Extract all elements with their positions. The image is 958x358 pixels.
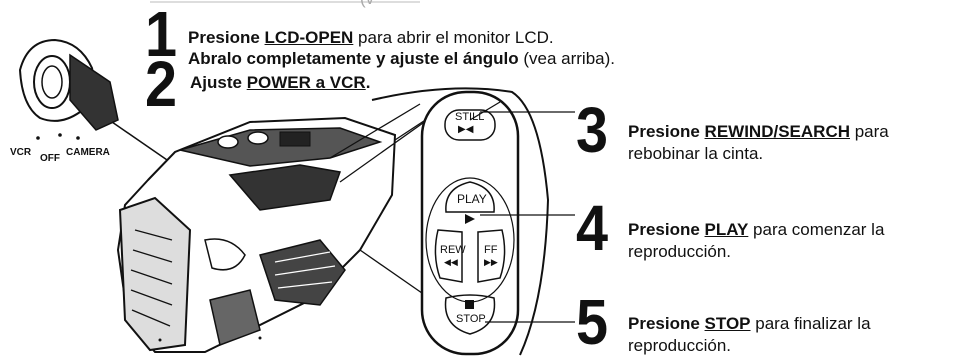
stop-button-label: STOP [456,313,486,325]
rew-button-label: REW [440,244,466,256]
step-3-line-2: rebobinar la cinta. [628,144,764,163]
still-icon: ▶◀ [458,124,474,135]
step-5-line-1: Presione STOP para finalizar la [628,314,871,333]
step-1-number: 1 [145,0,178,70]
still-button-label: STILL [455,111,485,123]
leader-step3 [469,101,501,121]
step-3-number: 3 [576,94,609,166]
control-panel [420,90,520,356]
step-5-line-2: reproducción. [628,336,732,355]
ff-icon: ▶▶ [484,257,498,267]
step-3-line-1: Presione REWIND/SEARCH para [628,122,889,141]
switch-label-off: OFF [40,153,60,164]
step-1-line-2: Abralo completamente y ajuste el ángulo … [188,49,616,68]
ff-button-label: FF [484,244,498,256]
step-4-line-1: Presione PLAY para comenzar la [628,220,885,239]
switch-label-vcr: VCR [10,147,32,158]
step-4-number: 4 [576,192,609,264]
step-4-line-2: reproducción. [628,242,732,261]
step-2-text: Ajuste POWER a VCR. [190,73,371,92]
step-5-number: 5 [576,286,609,358]
camcorder-body [116,116,397,353]
step-2-number: 2 [145,48,178,120]
switch-label-camera: CAMERA [66,147,110,158]
rew-icon: ◀◀ [444,257,458,267]
play-button-label: PLAY [457,192,487,206]
power-switch-icon [18,38,119,140]
step-1-line-1: Presione LCD-OPEN para abrir el monitor … [188,28,554,47]
top-fragment: (v [360,0,374,9]
